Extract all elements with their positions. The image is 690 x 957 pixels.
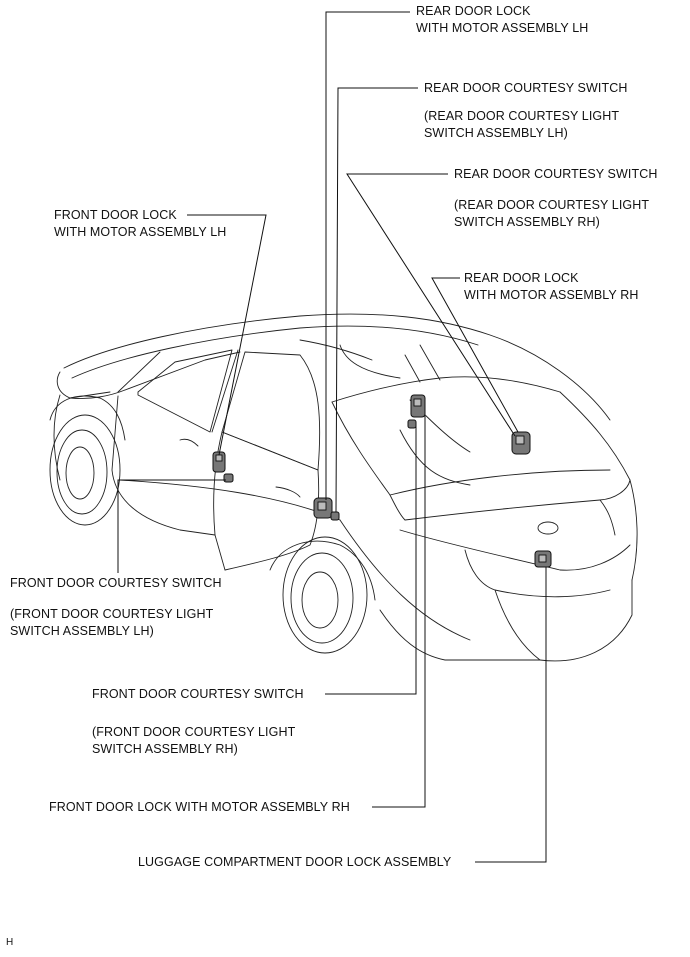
label-luggage-door-lock: LUGGAGE COMPARTMENT DOOR LOCK ASSEMBLY xyxy=(138,854,451,871)
label-line: LUGGAGE COMPARTMENT DOOR LOCK ASSEMBLY xyxy=(138,855,452,869)
rear-door-lock-lh-part xyxy=(313,497,333,519)
label-line: REAR DOOR COURTESY SWITCH xyxy=(454,167,658,181)
label-line: (FRONT DOOR COURTESY LIGHT xyxy=(10,607,214,621)
label-line: REAR DOOR COURTESY SWITCH xyxy=(424,81,628,95)
label-line: (REAR DOOR COURTESY LIGHT xyxy=(454,198,650,212)
label-front-courtesy-switch-rh-alt: (FRONT DOOR COURTESY LIGHT SWITCH ASSEMB… xyxy=(92,724,295,758)
label-rear-door-lock-lh: REAR DOOR LOCK WITH MOTOR ASSEMBLY LH xyxy=(416,3,588,37)
label-line: WITH MOTOR ASSEMBLY RH xyxy=(464,288,639,302)
rear-door-courtesy-switch-lh-part xyxy=(330,511,340,521)
label-line: REAR DOOR LOCK xyxy=(416,4,531,18)
label-front-courtesy-switch-rh: FRONT DOOR COURTESY SWITCH xyxy=(92,686,304,703)
label-rear-courtesy-switch-rh: REAR DOOR COURTESY SWITCH xyxy=(454,166,657,183)
label-front-door-lock-lh: FRONT DOOR LOCK WITH MOTOR ASSEMBLY LH xyxy=(54,207,226,241)
label-line: WITH MOTOR ASSEMBLY LH xyxy=(54,225,227,239)
label-line: SWITCH ASSEMBLY LH) xyxy=(10,624,154,638)
label-rear-door-lock-rh: REAR DOOR LOCK WITH MOTOR ASSEMBLY RH xyxy=(464,270,638,304)
label-line: FRONT DOOR COURTESY SWITCH xyxy=(92,687,304,701)
label-line: FRONT DOOR COURTESY SWITCH xyxy=(10,576,222,590)
rear-door-lock-rh-part xyxy=(511,431,531,455)
label-front-courtesy-switch-lh-alt: (FRONT DOOR COURTESY LIGHT SWITCH ASSEMB… xyxy=(10,606,213,640)
figure-id: H xyxy=(6,937,14,948)
label-line: (FRONT DOOR COURTESY LIGHT xyxy=(92,725,296,739)
label-rear-courtesy-switch-lh-alt: (REAR DOOR COURTESY LIGHT SWITCH ASSEMBL… xyxy=(424,108,619,142)
label-line: SWITCH ASSEMBLY RH) xyxy=(92,742,238,756)
front-door-courtesy-switch-rh-part xyxy=(407,419,417,429)
front-door-courtesy-switch-lh-part xyxy=(223,473,234,483)
label-line: FRONT DOOR LOCK WITH MOTOR ASSEMBLY RH xyxy=(49,800,350,814)
label-line: WITH MOTOR ASSEMBLY LH xyxy=(416,21,589,35)
label-rear-courtesy-switch-lh: REAR DOOR COURTESY SWITCH xyxy=(424,80,627,97)
label-line: SWITCH ASSEMBLY RH) xyxy=(454,215,600,229)
label-front-courtesy-switch-lh: FRONT DOOR COURTESY SWITCH xyxy=(10,575,222,592)
label-front-door-lock-rh: FRONT DOOR LOCK WITH MOTOR ASSEMBLY RH xyxy=(49,799,350,816)
car-body xyxy=(49,313,638,662)
label-line: (REAR DOOR COURTESY LIGHT xyxy=(424,109,620,123)
label-line: SWITCH ASSEMBLY LH) xyxy=(424,126,568,140)
leader-lines xyxy=(117,11,547,863)
front-door-lock-rh-part xyxy=(410,394,426,418)
label-line: FRONT DOOR LOCK xyxy=(54,208,177,222)
luggage-door-lock-part xyxy=(534,550,552,568)
label-line: REAR DOOR LOCK xyxy=(464,271,579,285)
label-rear-courtesy-switch-rh-alt: (REAR DOOR COURTESY LIGHT SWITCH ASSEMBL… xyxy=(454,197,649,231)
